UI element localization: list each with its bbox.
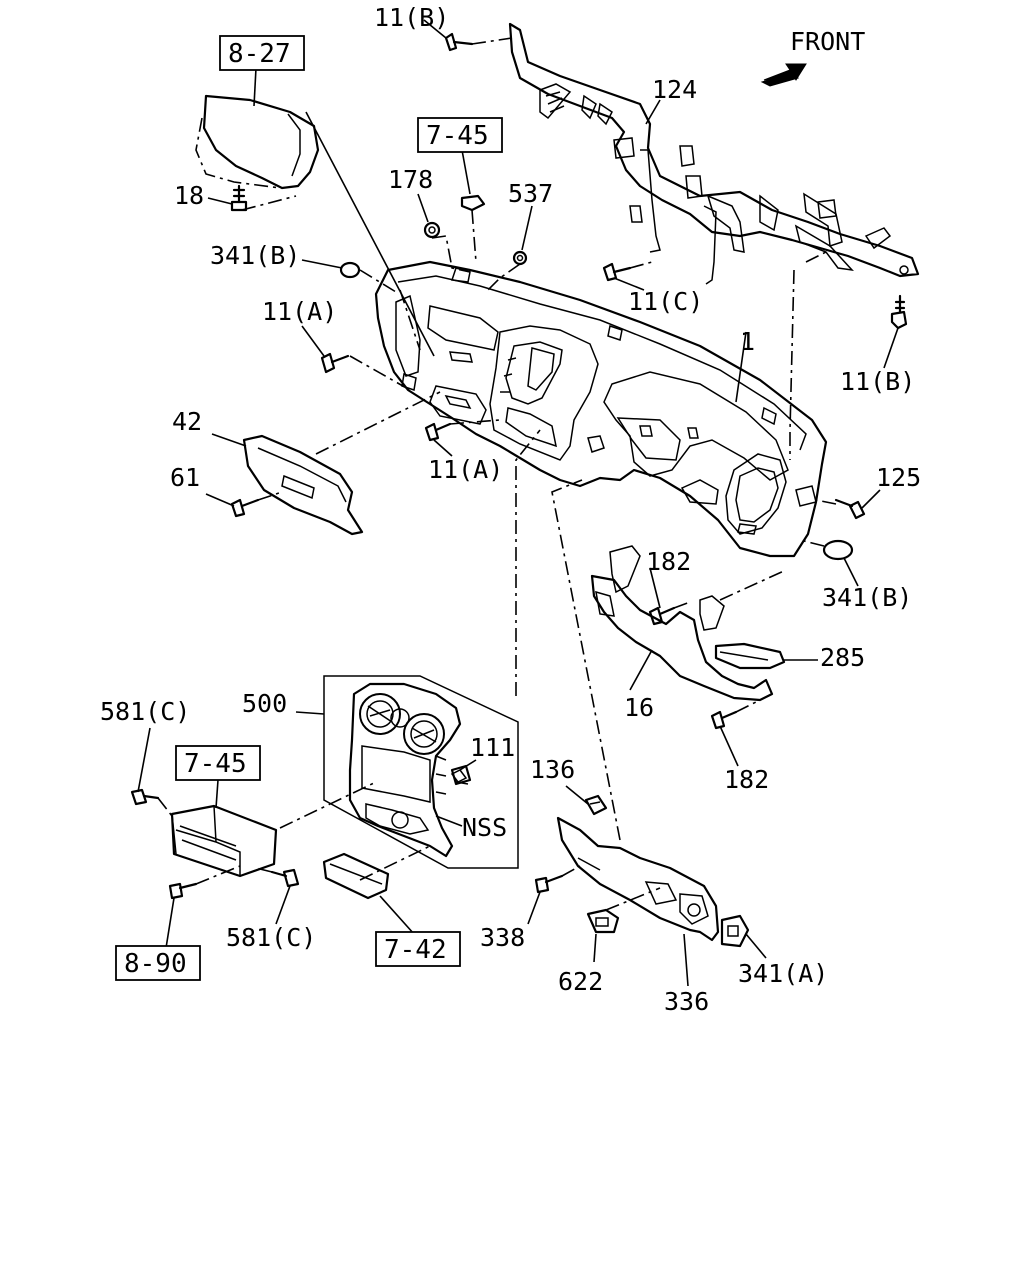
callout-11b-right: 11(B) <box>840 367 915 396</box>
reinforcement-beam <box>508 22 920 285</box>
center-cluster-assembly <box>323 675 519 869</box>
ref-box-8-27 <box>219 35 305 71</box>
callout-581c-bottom: 581(C) <box>226 923 316 952</box>
callout-42: 42 <box>172 407 202 436</box>
bolt-11b-top <box>444 32 474 52</box>
plug-341b-top <box>339 261 361 279</box>
bolt-18 <box>230 184 248 212</box>
callout-11b-top: 11(B) <box>374 3 449 32</box>
screw-125 <box>834 498 866 520</box>
callout-182-top: 182 <box>646 547 691 576</box>
callout-1: 1 <box>740 327 755 356</box>
fasteners <box>130 32 908 900</box>
screw-8-90 <box>168 882 198 900</box>
leader-lines <box>137 19 899 987</box>
callout-125: 125 <box>876 463 921 492</box>
front-label: FRONT <box>790 27 865 56</box>
screw-581c-top <box>130 788 160 806</box>
ref-box-8-90 <box>115 945 201 981</box>
ref-7-45-left: 7-45 <box>184 749 247 779</box>
plug-341b-right <box>822 539 854 561</box>
callout-341a: 341(A) <box>738 959 828 988</box>
knee-panel <box>556 816 720 942</box>
passenger-airbag-module <box>195 94 320 190</box>
cap-341a <box>720 914 750 948</box>
front-direction-indicator: FRONT <box>760 27 865 87</box>
callout-labels: 11(B) 124 178 537 18 341(B) 11(A) 11(C) … <box>100 3 921 1016</box>
ref-7-45-top: 7-45 <box>426 121 489 151</box>
screw-338 <box>534 874 564 894</box>
callout-537: 537 <box>508 179 553 208</box>
glove-box-door <box>242 434 364 536</box>
callout-182-bottom: 182 <box>724 765 769 794</box>
callout-500: 500 <box>242 689 287 718</box>
callout-338: 338 <box>480 923 525 952</box>
ref-8-90: 8-90 <box>124 949 187 979</box>
bracket-285 <box>714 642 786 670</box>
callout-11a-top: 11(A) <box>262 297 337 326</box>
ref-7-42: 7-42 <box>384 935 447 965</box>
callout-285: 285 <box>820 643 865 672</box>
clip-7-45 <box>460 194 486 212</box>
callout-61: 61 <box>170 463 200 492</box>
callout-341b-top: 341(B) <box>210 241 300 270</box>
clip-111 <box>450 764 472 786</box>
bolt-11c <box>602 262 632 282</box>
bolt-11b-right <box>890 294 908 330</box>
screw-182-bottom <box>710 710 738 730</box>
callout-16: 16 <box>624 693 654 722</box>
assembly-lines <box>157 37 837 911</box>
switch-622 <box>586 908 620 934</box>
bolt-11a-bottom <box>424 422 452 442</box>
callout-178: 178 <box>388 165 433 194</box>
callout-341b-right: 341(B) <box>822 583 912 612</box>
callout-11c: 11(C) <box>628 287 703 316</box>
ref-box-7-45-top <box>417 117 503 153</box>
ashtray <box>322 852 390 900</box>
ref-8-27: 8-27 <box>228 39 291 69</box>
reference-boxes: 8-27 7-45 7-45 8-90 7-42 <box>115 35 503 981</box>
ref-box-7-42 <box>375 931 461 967</box>
callout-18: 18 <box>174 181 204 210</box>
callout-nss: NSS <box>462 813 507 842</box>
callout-336: 336 <box>664 987 709 1016</box>
instrument-panel <box>374 260 828 558</box>
nut-178 <box>423 221 441 239</box>
screw-182-top <box>648 606 676 626</box>
bolt-11a-top <box>320 352 350 374</box>
clip-136 <box>584 794 608 816</box>
cubby-bracket <box>170 804 278 878</box>
screw-581c-bottom <box>270 868 300 888</box>
callout-124: 124 <box>652 75 697 104</box>
callout-622: 622 <box>558 967 603 996</box>
callout-111: 111 <box>470 733 515 762</box>
screw-61 <box>230 498 260 518</box>
callout-136: 136 <box>530 755 575 784</box>
ref-box-7-45-left <box>175 745 261 781</box>
nut-537 <box>512 250 528 266</box>
front-arrow-icon <box>760 63 807 87</box>
callout-11a-bottom: 11(A) <box>428 455 503 484</box>
callout-581c-top: 581(C) <box>100 697 190 726</box>
